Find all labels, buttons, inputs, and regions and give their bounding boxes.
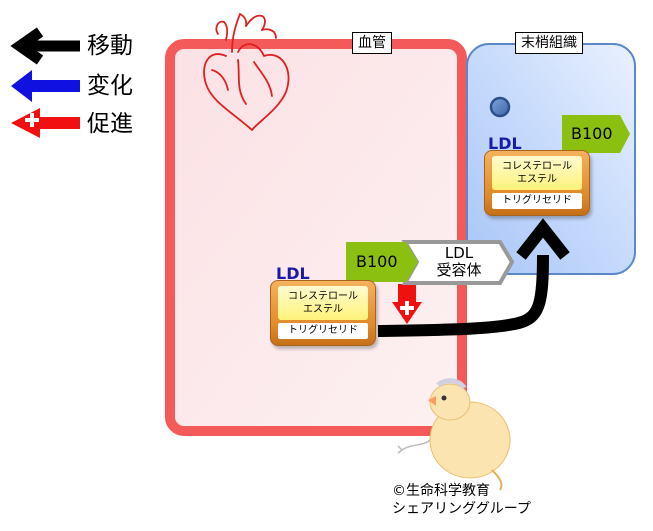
legend-change-label: 変化 <box>87 73 133 99</box>
ldl-tissue-triglyceride: トリグリセリド <box>492 193 582 209</box>
nucleus-icon <box>489 96 511 118</box>
receptor-line-1: LDL <box>444 244 474 262</box>
vessel-label: 血管 <box>352 32 392 54</box>
ldl-vessel-triglyceride: トリグリセリド <box>278 323 368 339</box>
ldl-tissue-b100-label: B100 <box>571 124 613 143</box>
ldl-tissue-cholesterol: コレステロール エステル <box>492 156 582 190</box>
tissue-label: 末梢組織 <box>515 32 583 54</box>
ldl-vessel-title: LDL <box>276 264 310 283</box>
ldl-tissue-title: LDL <box>488 134 522 153</box>
chick-illustration-icon <box>397 378 511 491</box>
ldl-receptor-label: LDL 受容体 <box>420 245 498 279</box>
vessel-box <box>165 39 467 436</box>
cholesterol-line-1: コレステロール <box>288 291 358 302</box>
legend-move-arrow-icon <box>10 27 80 65</box>
promote-arrow-icon <box>392 284 422 324</box>
b100-tag-tissue <box>562 115 630 153</box>
ldl-tissue-particle: コレステロール エステル トリグリセリド <box>484 150 590 216</box>
legend-promote-arrow-icon <box>11 108 80 138</box>
credit-line-2: シェアリンググループ <box>392 501 531 517</box>
legend-promote-label: 促進 <box>87 111 133 137</box>
cholesterol-line-1: コレステロール <box>502 161 572 172</box>
receptor-line-2: 受容体 <box>436 261 482 279</box>
cholesterol-line-2: エステル <box>517 174 557 185</box>
credit-line-1: ©生命科学教育 <box>392 483 490 499</box>
heart-icon <box>203 13 290 131</box>
ldl-vessel-b100-label: B100 <box>356 252 398 271</box>
cholesterol-line-2: エステル <box>303 304 343 315</box>
legend-move-label: 移動 <box>87 33 133 59</box>
ldl-vessel-cholesterol: コレステロール エステル <box>278 286 368 320</box>
ldl-vessel-particle: コレステロール エステル トリグリセリド <box>270 280 376 346</box>
b100-tag-vessel <box>346 242 418 282</box>
movement-arrow-icon <box>377 218 570 337</box>
legend-change-arrow-icon <box>11 70 80 102</box>
